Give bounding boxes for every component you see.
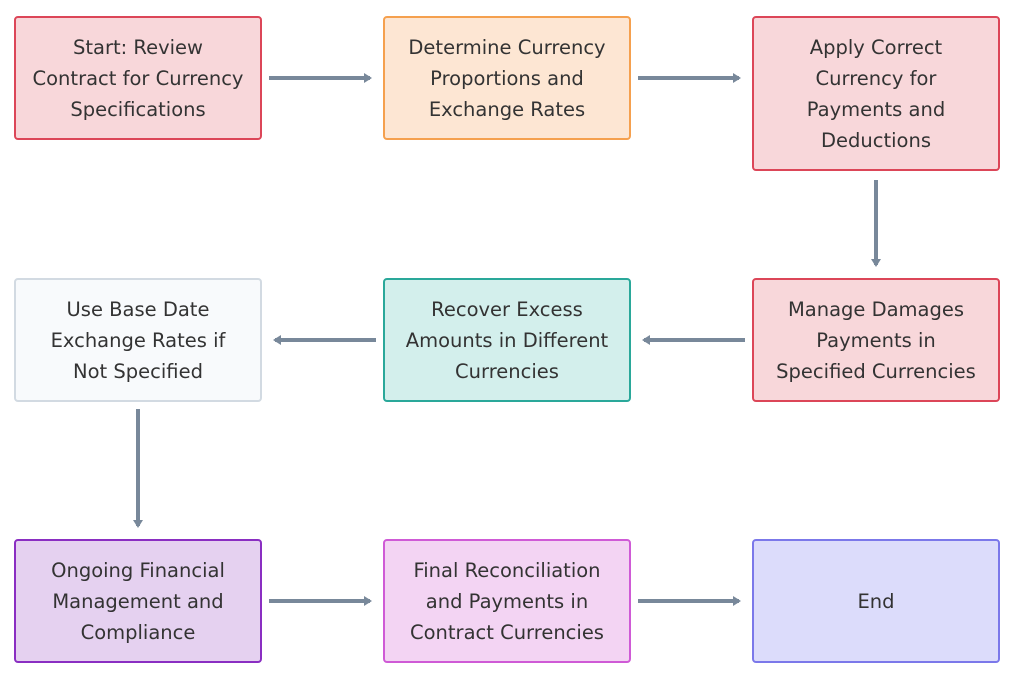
node-determine-label: Determine Currency Proportions and Excha… [408, 35, 606, 121]
node-end-label: End [857, 589, 895, 613]
node-recover-label: Recover Excess Amounts in Different Curr… [405, 297, 609, 383]
node-base-date-label: Use Base Date Exchange Rates if Not Spec… [50, 297, 226, 383]
node-ongoing-label: Ongoing Financial Management and Complia… [51, 558, 225, 644]
node-final-label: Final Reconciliation and Payments in Con… [410, 558, 604, 644]
node-apply[interactable]: Apply Correct Currency for Payments and … [752, 16, 1000, 171]
node-determine[interactable]: Determine Currency Proportions and Excha… [383, 16, 631, 140]
node-start[interactable]: Start: Review Contract for Currency Spec… [14, 16, 262, 140]
node-start-label: Start: Review Contract for Currency Spec… [32, 35, 244, 121]
node-base-date[interactable]: Use Base Date Exchange Rates if Not Spec… [14, 278, 262, 402]
node-apply-label: Apply Correct Currency for Payments and … [806, 35, 946, 152]
node-final[interactable]: Final Reconciliation and Payments in Con… [383, 539, 631, 663]
node-end[interactable]: End [752, 539, 1000, 663]
node-recover[interactable]: Recover Excess Amounts in Different Curr… [383, 278, 631, 402]
node-manage[interactable]: Manage Damages Payments in Specified Cur… [752, 278, 1000, 402]
node-manage-label: Manage Damages Payments in Specified Cur… [776, 297, 976, 383]
node-ongoing[interactable]: Ongoing Financial Management and Complia… [14, 539, 262, 663]
